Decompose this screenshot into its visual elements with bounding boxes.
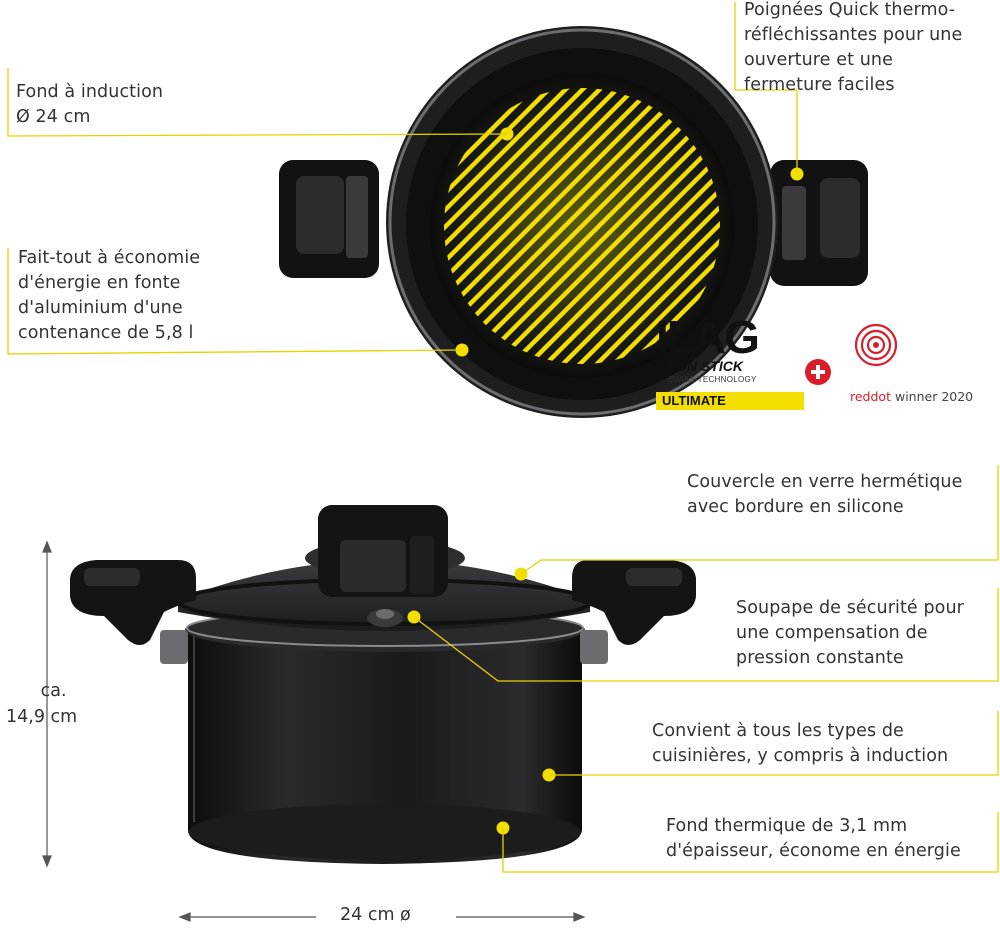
callout-stoves: Convient à tous les types de cuisinières… — [652, 719, 948, 769]
callout-handles-line4: fermeture faciles — [744, 75, 895, 95]
callout-pot-body-line1: Fait-tout à économie — [18, 248, 201, 268]
grill-stripe — [532, 88, 720, 364]
callout-valve: Soupape de sécurité pour une compensatio… — [736, 596, 964, 671]
callout-pot-body-line3: d'aluminium d'une — [18, 298, 183, 318]
callout-valve-line1: Soupape de sécurité pour — [736, 598, 964, 618]
ilag-wordmark: ILAG — [656, 311, 760, 363]
callout-handles-line1: Poignées Quick thermo- — [744, 0, 956, 20]
top-view-pot — [279, 26, 868, 418]
ilag-ultimate-bar — [656, 392, 804, 410]
callout-handles-line2: réfléchissantes pour une — [744, 25, 963, 45]
ilag-nonstick: NON STICK — [666, 358, 743, 374]
callout-induction-line2: Ø 24 cm — [16, 107, 91, 127]
line-thermal-base — [502, 812, 999, 873]
ilag-swiss: SWISS TECHNOLOGY — [668, 375, 757, 384]
callout-pot-body: Fait-tout à économie d'énergie en fonte … — [18, 246, 200, 346]
left-handle-grip — [296, 176, 344, 254]
side-view-pot — [70, 505, 696, 864]
callout-handles: Poignées Quick thermo- réfléchissantes p… — [744, 0, 962, 98]
callout-thermal-base: Fond thermique de 3,1 mm d'épaisseur, éc… — [666, 814, 961, 864]
grill-stripe — [444, 88, 666, 364]
ilag-ultimate: ULTIMATE — [662, 393, 726, 408]
height-label-line1: ca. — [40, 681, 67, 701]
line-pot-body — [7, 248, 463, 355]
reddot-text: reddot winner 2020 — [850, 389, 973, 404]
callout-valve-line2: une compensation de — [736, 623, 928, 643]
grill-stripe — [498, 88, 720, 364]
width-dimension-arrow — [178, 912, 586, 922]
line-handles — [734, 2, 798, 174]
height-label-line2: 14,9 cm — [6, 707, 78, 727]
callout-stoves-line1: Convient à tous les types de — [652, 721, 904, 741]
callout-lid-line2: avec bordure en silicone — [687, 497, 904, 517]
callout-thermal-line2: d'épaisseur, économe en énergie — [666, 841, 961, 861]
width-label: 24 cm ø — [340, 905, 411, 925]
line-induction — [7, 68, 508, 137]
ilag-badge — [656, 359, 831, 410]
height-label: ca. 14,9 cm — [6, 678, 77, 730]
callout-valve-line3: pression constante — [736, 648, 904, 668]
callout-lid: Couvercle en verre hermétique avec bordu… — [687, 470, 962, 520]
callout-lid-line1: Couvercle en verre hermétique — [687, 472, 963, 492]
right-handle-grip — [820, 178, 860, 258]
callout-induction-line1: Fond à induction — [16, 82, 164, 102]
reddot-logo-icon — [854, 323, 898, 367]
ilag-badge-text: ILAG NON STICK SWISS TECHNOLOGY ULTIMATE — [656, 312, 816, 410]
callout-thermal-line1: Fond thermique de 3,1 mm — [666, 816, 908, 836]
line-stoves — [549, 711, 999, 776]
grill-stripe — [444, 88, 632, 364]
grill-stripe — [515, 88, 720, 364]
callout-pot-body-line4: contenance de 5,8 l — [18, 323, 194, 343]
callout-induction-base: Fond à induction Ø 24 cm — [16, 80, 163, 130]
grill-stripe — [444, 88, 649, 364]
reddot-brand: reddot — [850, 389, 891, 404]
callout-handles-line3: ouverture et une — [744, 50, 893, 70]
callout-stoves-line2: cuisinières, y compris à induction — [652, 746, 949, 766]
height-dimension-arrow — [42, 540, 52, 868]
callout-pot-body-line2: d'énergie en fonte — [18, 273, 181, 293]
line-lid — [520, 465, 999, 575]
line-valve — [413, 588, 999, 682]
grill-stripe — [444, 88, 683, 364]
grill-stripe — [481, 88, 720, 364]
pot-body — [188, 628, 582, 864]
reddot-award: winner 2020 — [894, 389, 974, 404]
